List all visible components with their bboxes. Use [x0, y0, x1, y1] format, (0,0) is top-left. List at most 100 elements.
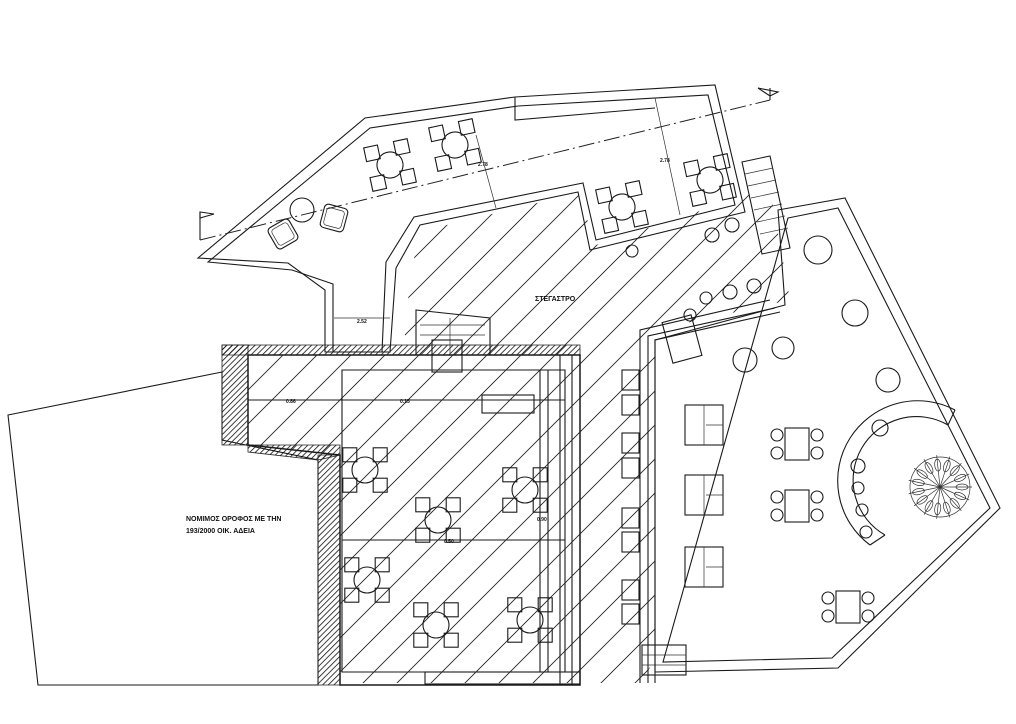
legal-floor-text-line1: ΝΟΜΙΜΟΣ ΟΡΟΦΟΣ ΜΕ ΤΗΝ [186, 516, 281, 523]
planter-circle [704, 227, 720, 243]
hatch-line [248, 188, 731, 683]
chair [624, 180, 643, 198]
planter-circle [855, 503, 869, 517]
table-set [363, 138, 417, 192]
round-table [441, 131, 469, 159]
hatch-line [890, 180, 1016, 700]
hatch-line [248, 188, 255, 683]
hatch-line [924, 180, 1016, 700]
round-chair [770, 446, 784, 460]
hatch-line [583, 188, 790, 683]
chair [631, 209, 649, 228]
armchair-seat [271, 222, 295, 246]
table-set [413, 602, 459, 648]
chair [434, 154, 453, 172]
chair [445, 527, 461, 543]
planter-circle [722, 284, 738, 300]
round-chair [810, 490, 824, 504]
round-table [289, 197, 315, 223]
hatch-line [248, 188, 323, 683]
hatch-line [248, 188, 561, 683]
table-set [428, 118, 482, 172]
planter-circle [859, 525, 873, 539]
dimension-label: 2.78 [660, 158, 670, 164]
chair [601, 216, 620, 234]
round-chair [770, 490, 784, 504]
table-set [595, 180, 649, 234]
round-table [353, 566, 381, 594]
planter-circle [771, 336, 795, 360]
round-table [516, 606, 544, 634]
round-chair [810, 508, 824, 522]
round-table [424, 506, 452, 534]
planter-circle [875, 367, 901, 393]
table-set [502, 467, 548, 513]
chair [415, 527, 431, 543]
hatch-line [248, 188, 697, 683]
planter-circle [732, 347, 758, 373]
chair [428, 124, 446, 143]
dimension-label: 2.78 [478, 162, 488, 168]
chair [372, 447, 388, 463]
chair [392, 138, 411, 156]
chair [374, 557, 390, 573]
tree-icon [908, 455, 972, 519]
chair [537, 597, 553, 613]
square-table [784, 427, 810, 461]
hatch-line [248, 188, 663, 683]
hatch-line [345, 188, 790, 683]
chair [683, 159, 701, 178]
corridor [639, 299, 781, 683]
round-chair [861, 609, 875, 623]
chair [595, 186, 613, 205]
dimension-label: 0.86 [286, 399, 296, 405]
planter-circle [625, 244, 639, 258]
chair [363, 144, 381, 163]
round-table [422, 611, 450, 639]
legal-floor-outline [7, 371, 319, 686]
chair [443, 602, 459, 618]
hatch-line [617, 188, 790, 683]
hatch-line [277, 188, 790, 683]
planter-circle [850, 458, 866, 474]
square-table [784, 489, 810, 523]
hatch-line [787, 188, 790, 683]
hatch-line [0, 180, 220, 700]
tree-leaf [912, 488, 925, 496]
planters [625, 217, 901, 539]
tree-leaf [949, 498, 960, 509]
dimension-label: 0.15 [400, 399, 410, 405]
hatch-line [311, 188, 790, 683]
chair [507, 627, 523, 643]
planter-circle [841, 299, 869, 327]
legal-floor-label: ΝΟΜΙΜΟΣ ΟΡΟΦΟΣ ΜΕ ΤΗΝ 193/2000 ΟΙΚ. ΑΔΕΙ… [186, 516, 281, 535]
dimension-label: 2.52 [357, 319, 367, 325]
chair [621, 394, 640, 416]
hatch-line [822, 180, 1016, 700]
chair [712, 153, 731, 171]
tree-leaf [934, 502, 942, 516]
dimension-label: 0.50 [444, 539, 454, 545]
chair [415, 497, 431, 513]
chair [502, 467, 518, 483]
hatch-line [958, 180, 1016, 700]
tree-leaf [954, 474, 967, 483]
planter-circle [803, 235, 833, 265]
section-line [199, 87, 780, 241]
chair [344, 587, 360, 603]
table-set [344, 557, 390, 603]
chair [621, 457, 640, 479]
upper-terrace [196, 84, 746, 353]
chair [719, 182, 737, 201]
garden-area [654, 197, 1001, 673]
round-table [608, 193, 636, 221]
armchair-body [319, 203, 349, 233]
hatch-line [248, 188, 527, 683]
legal-floor-text-line2: 193/2000 ΟΙΚ. ΑΔΕΙΑ [186, 528, 255, 535]
chair [372, 477, 388, 493]
chair [621, 603, 640, 625]
hatch-line [447, 188, 790, 683]
hatch-line [515, 188, 790, 683]
hatch-line [856, 180, 1016, 700]
